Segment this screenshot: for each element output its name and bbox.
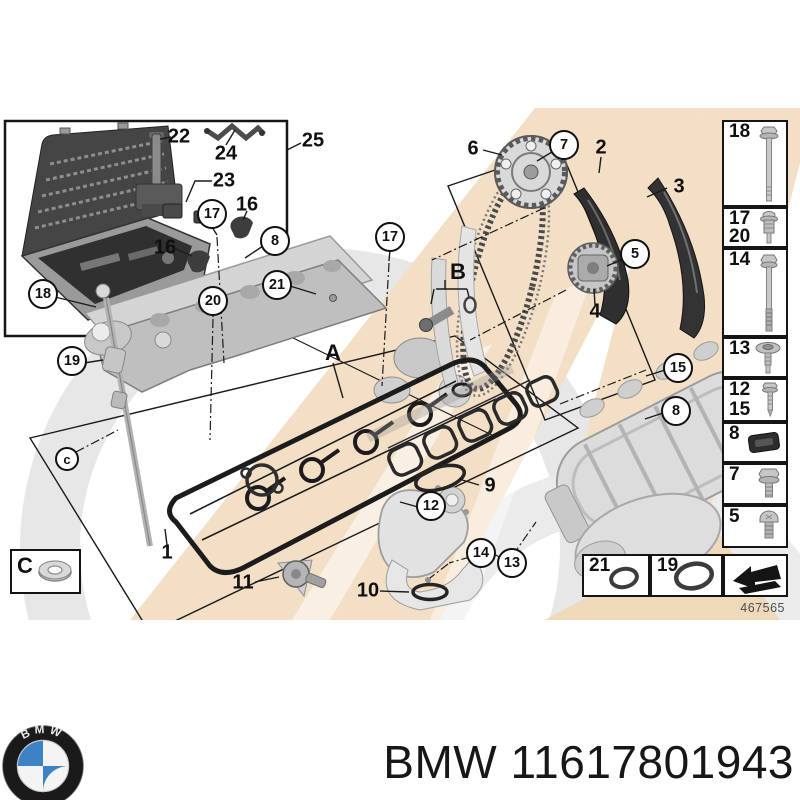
callout-circle-20: 20 bbox=[198, 286, 228, 316]
leader-lines-dashed bbox=[75, 207, 647, 579]
callout-1: 1 bbox=[161, 541, 173, 564]
legend-letter-c: C bbox=[17, 553, 33, 578]
callout-circle-17b: 17 bbox=[375, 222, 405, 252]
legend-number-12: 12 bbox=[729, 379, 751, 400]
brand-row: BMW BMW 11617801943 bbox=[0, 722, 800, 800]
screw-small-icon bbox=[762, 382, 778, 418]
guide-rail-3 bbox=[647, 177, 705, 339]
legend-number-13: 13 bbox=[729, 338, 751, 359]
callout-16b: 16 bbox=[153, 236, 177, 259]
callout-4: 4 bbox=[589, 300, 601, 323]
legend-number-15: 15 bbox=[729, 399, 751, 420]
legend-box-19: 19 bbox=[650, 554, 723, 597]
callout-circle-8b: 8 bbox=[661, 396, 691, 426]
legend-box-13: 13 bbox=[722, 337, 788, 378]
camshaft-sensor bbox=[277, 559, 327, 598]
callout-circle-18: 18 bbox=[28, 279, 58, 309]
bolt-long-icon bbox=[759, 126, 779, 202]
callout-circle-5: 5 bbox=[620, 239, 650, 269]
callout-circle-21: 21 bbox=[262, 270, 292, 300]
callout-circle-17a: 17 bbox=[197, 199, 227, 229]
legend-number-7: 7 bbox=[729, 464, 740, 485]
callout-circle-19: 19 bbox=[57, 346, 87, 376]
legend-box-21: 21 bbox=[582, 554, 650, 597]
callout-circle-c: c bbox=[55, 447, 79, 471]
o-ring-small-icon bbox=[609, 566, 639, 590]
callout-16a: 16 bbox=[235, 193, 259, 216]
callout-circle-13: 13 bbox=[497, 548, 527, 578]
legend-box-c: C bbox=[10, 549, 81, 594]
callout-circle-8a: 8 bbox=[260, 226, 290, 256]
legend-box-arrow bbox=[723, 554, 788, 597]
legend-box-8: 8 bbox=[722, 422, 788, 463]
legend-number-8: 8 bbox=[729, 423, 740, 444]
bolt-B bbox=[419, 296, 477, 332]
legend-box-17-20: 17 20 bbox=[722, 207, 788, 248]
legend-box-12-15: 12 15 bbox=[722, 378, 788, 422]
o-ring-9 bbox=[414, 463, 466, 493]
bolt-threaded-icon bbox=[760, 254, 778, 332]
intake-manifold-gaskets bbox=[365, 363, 560, 477]
chain-sprocket bbox=[494, 135, 568, 209]
callout-25: 25 bbox=[301, 129, 325, 152]
callout-11: 11 bbox=[232, 571, 254, 594]
legend-number-5: 5 bbox=[729, 506, 740, 527]
washer-icon bbox=[38, 560, 72, 582]
camshaft-adjuster bbox=[567, 242, 619, 294]
legend-number-19: 19 bbox=[657, 555, 679, 576]
direction-arrow-icon bbox=[733, 565, 781, 594]
callout-A: A bbox=[325, 340, 341, 365]
bmw-roundel-logo: BMW bbox=[2, 724, 84, 800]
o-ring-10 bbox=[411, 582, 449, 602]
legend-number-18: 18 bbox=[729, 121, 751, 142]
callout-22: 22 bbox=[167, 125, 191, 148]
stud-icon bbox=[760, 210, 778, 243]
callout-9: 9 bbox=[484, 474, 496, 497]
callout-circle-12: 12 bbox=[416, 491, 446, 521]
callout-circle-15: 15 bbox=[663, 353, 693, 383]
legend-box-7: 7 bbox=[722, 463, 788, 505]
diagram-sheet-number: 467565 bbox=[740, 601, 785, 615]
callout-B: B bbox=[450, 259, 466, 284]
callout-24: 24 bbox=[214, 142, 238, 165]
legend-box-5: 5 bbox=[722, 505, 788, 548]
legend-number-17: 17 bbox=[729, 208, 751, 229]
callout-3: 3 bbox=[673, 175, 685, 198]
dipstick bbox=[95, 283, 153, 547]
legend-number-20: 20 bbox=[729, 226, 751, 247]
callout-10: 10 bbox=[356, 579, 380, 602]
callout-circle-7: 7 bbox=[549, 130, 579, 160]
egr-gasket bbox=[240, 463, 284, 497]
valve-cover-gasket bbox=[167, 357, 523, 575]
legend-box-18: 18 bbox=[722, 120, 788, 207]
o-ring-large-icon bbox=[673, 561, 715, 591]
plug-icon bbox=[747, 431, 780, 453]
flange-bolt-icon bbox=[758, 468, 780, 498]
coolant-flange bbox=[377, 485, 484, 611]
callout-circle-14: 14 bbox=[466, 538, 496, 568]
washer-screw-icon bbox=[755, 341, 781, 373]
legend-box-14: 14 bbox=[722, 248, 788, 337]
dome-bolt-icon bbox=[759, 510, 779, 538]
callout-23: 23 bbox=[212, 169, 236, 192]
part-number-text: BMW 11617801943 bbox=[383, 736, 794, 788]
callout-6: 6 bbox=[467, 137, 479, 160]
legend-number-14: 14 bbox=[729, 249, 751, 270]
legend-number-21: 21 bbox=[589, 555, 611, 576]
callout-2: 2 bbox=[595, 136, 607, 159]
